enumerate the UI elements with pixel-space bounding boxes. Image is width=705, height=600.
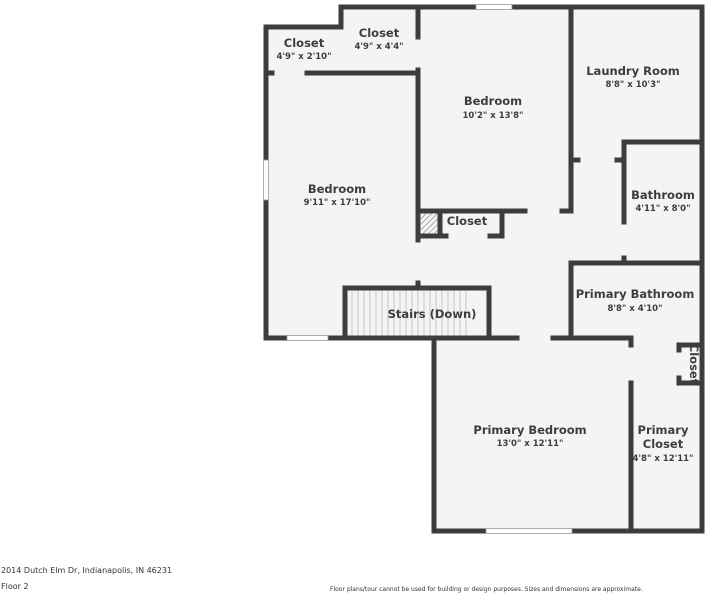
room-closet-hall: Closet bbox=[447, 214, 488, 228]
room-bathroom: Bathroom 4'11" x 8'0" bbox=[631, 188, 695, 214]
room-closet-small: Closet bbox=[687, 344, 701, 385]
address: 2014 Dutch Elm Dr, Indianapolis, IN 4623… bbox=[1, 566, 173, 575]
room-bedroom-top: Bedroom 10'2" x 13'8" bbox=[463, 94, 524, 121]
svg-text:Closet: Closet bbox=[284, 36, 325, 50]
svg-text:9'11" x 17'10": 9'11" x 17'10" bbox=[304, 198, 371, 208]
floor-label: Floor 2 bbox=[1, 582, 29, 591]
floor-area bbox=[264, 5, 702, 533]
room-primary-closet: Primary Closet 4'8" x 12'11" bbox=[633, 423, 694, 464]
svg-text:Bedroom: Bedroom bbox=[308, 182, 366, 196]
svg-text:4'11" x 8'0": 4'11" x 8'0" bbox=[635, 204, 690, 214]
room-primary-bathroom: Primary Bathroom 8'8" x 4'10" bbox=[576, 287, 695, 314]
svg-text:Primary: Primary bbox=[638, 423, 689, 437]
svg-text:4'8" x 12'11": 4'8" x 12'11" bbox=[633, 454, 694, 464]
svg-text:Primary Bedroom: Primary Bedroom bbox=[473, 423, 586, 437]
disclaimer: Floor plans/tour cannot be used for buil… bbox=[330, 586, 643, 593]
room-stairs: Stairs (Down) bbox=[388, 307, 477, 321]
windows bbox=[263, 4, 573, 534]
svg-text:8'8" x 10'3": 8'8" x 10'3" bbox=[605, 80, 660, 90]
svg-text:Laundry Room: Laundry Room bbox=[586, 64, 680, 78]
room-closet-b: Closet 4'9" x 4'4" bbox=[354, 26, 403, 52]
svg-text:13'0" x 12'11": 13'0" x 12'11" bbox=[497, 439, 564, 449]
svg-text:4'9" x 4'4": 4'9" x 4'4" bbox=[354, 42, 403, 52]
svg-text:Primary Bathroom: Primary Bathroom bbox=[576, 287, 695, 301]
room-closet-a: Closet 4'9" x 2'10" bbox=[276, 36, 331, 62]
svg-text:4'9" x 2'10": 4'9" x 2'10" bbox=[276, 52, 331, 62]
stairs-treads bbox=[351, 289, 467, 336]
room-primary-bedroom: Primary Bedroom 13'0" x 12'11" bbox=[473, 423, 586, 449]
hatched-shaft bbox=[421, 213, 438, 234]
svg-text:Closet: Closet bbox=[643, 437, 684, 451]
room-laundry: Laundry Room 8'8" x 10'3" bbox=[586, 64, 680, 90]
svg-text:Bathroom: Bathroom bbox=[631, 188, 695, 202]
walls bbox=[263, 4, 705, 534]
room-bedroom-left: Bedroom 9'11" x 17'10" bbox=[304, 182, 371, 208]
svg-text:10'2" x 13'8": 10'2" x 13'8" bbox=[463, 111, 524, 121]
svg-text:Closet: Closet bbox=[359, 26, 400, 40]
svg-text:8'8" x 4'10": 8'8" x 4'10" bbox=[607, 304, 662, 314]
svg-text:Bedroom: Bedroom bbox=[464, 94, 522, 108]
